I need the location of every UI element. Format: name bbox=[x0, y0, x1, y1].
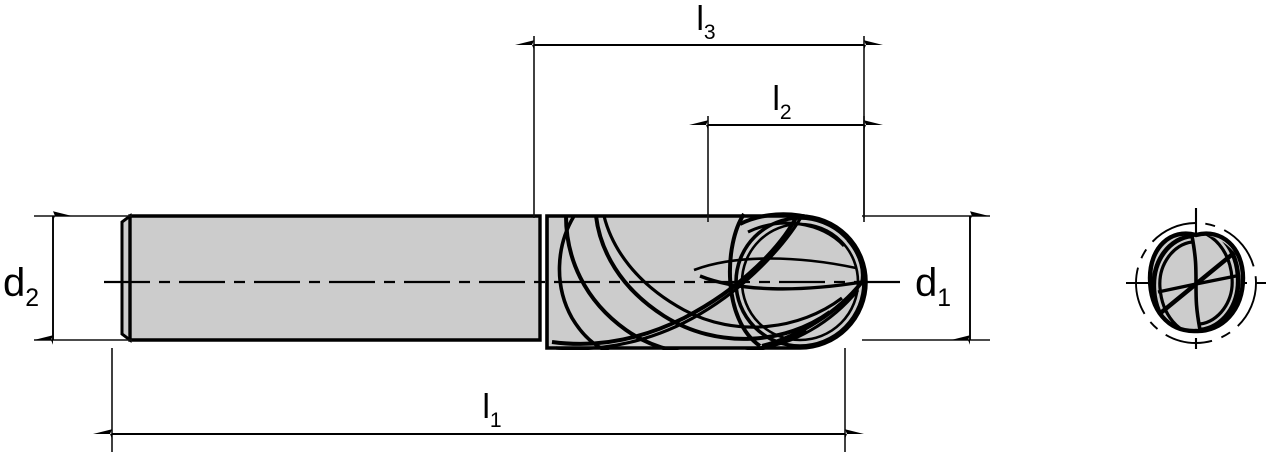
end-view bbox=[1126, 208, 1266, 358]
dim-label-d1: d1 bbox=[915, 261, 951, 312]
dimension-l3: l3 bbox=[515, 0, 883, 218]
dimension-d1: d1 bbox=[862, 211, 990, 345]
dimension-d2: d2 bbox=[3, 211, 132, 345]
dim-label-d2: d2 bbox=[3, 261, 39, 312]
dimension-l2: l2 bbox=[689, 80, 883, 222]
end-view-flute-gashes bbox=[1150, 234, 1242, 332]
shank-body bbox=[128, 214, 542, 342]
dim-label-l3: l3 bbox=[696, 0, 715, 44]
dim-label-l1: l1 bbox=[482, 388, 501, 432]
side-view bbox=[104, 212, 900, 350]
dimension-l1: l1 bbox=[93, 348, 864, 452]
dim-label-l2: l2 bbox=[772, 80, 791, 124]
